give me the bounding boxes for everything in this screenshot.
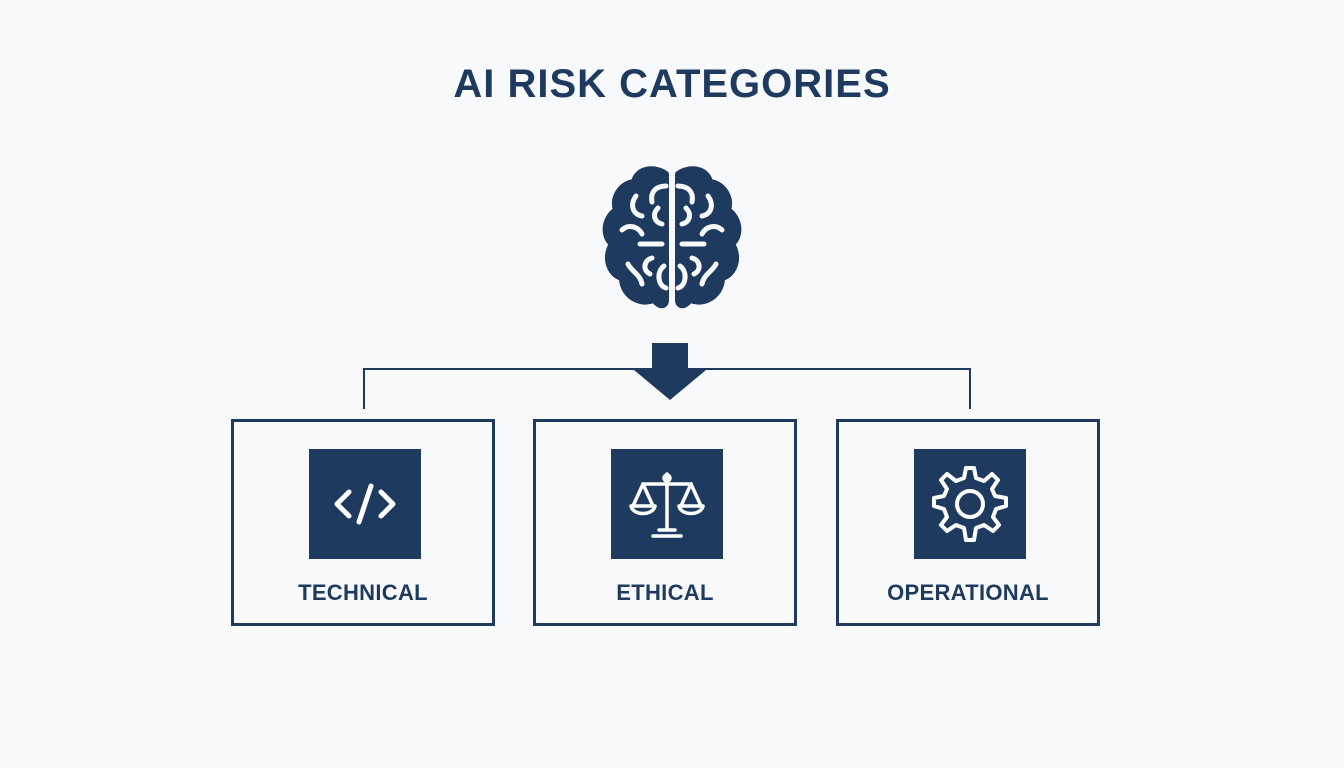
category-technical: TECHNICAL [231, 419, 495, 626]
gear-icon [914, 449, 1026, 559]
scales-icon [611, 449, 723, 559]
category-label-ethical: ETHICAL [616, 580, 714, 605]
diagram-title: AI RISK CATEGORIES [453, 62, 891, 106]
category-label-operational: OPERATIONAL [887, 580, 1049, 605]
brain-icon [602, 166, 742, 309]
category-operational: OPERATIONAL [836, 419, 1100, 626]
code-icon [309, 449, 421, 559]
category-ethical: ETHICAL [533, 419, 797, 626]
down-arrow-icon [634, 343, 706, 400]
connector-line [363, 368, 971, 409]
category-label-technical: TECHNICAL [298, 580, 428, 605]
